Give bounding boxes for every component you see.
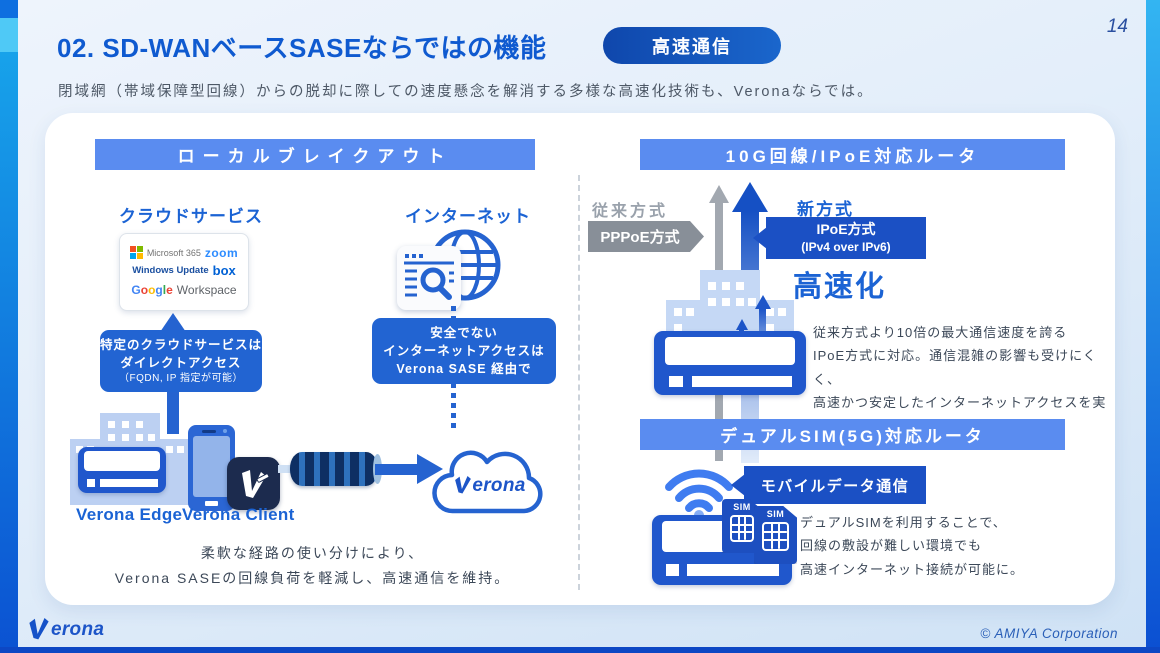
small-arrow-tall-icon [755,295,771,309]
direct-access-callout: 特定のクラウドサービスは ダイレクトアクセス （FQDN, IP 指定が可能） [100,330,262,392]
router-screen [664,336,796,365]
router-screen [84,451,160,472]
legacy-arrow-icon [709,185,729,203]
cloud-services-label: クラウドサービス [119,207,263,226]
sase-callout-line2: インターネットアクセスは [383,343,545,358]
direct-callout-line2: ダイレクトアクセス [120,355,242,370]
small-arrow-short-icon [736,319,748,330]
verona-v-icon [455,476,472,494]
verona-cloud-text: erona [472,475,526,496]
sim-desc-line3: 高速インターネット接続が可能に。 [800,561,1025,577]
caption-line2: Verona SASEの回線負荷を軽減し、高速通信を維持。 [114,569,511,586]
ipoe-desc-line2: IPoE方式に対応。通信混雑の影響も受けにくく、 [813,348,1097,387]
new-method-label: 新方式 [797,200,854,219]
smartphone-icon [188,425,235,511]
slide-title: 02. SD-WANベースSASEならではの機能 [57,33,547,63]
box-logo: box [212,262,236,278]
ipoe-router-header: 10G回線/IPoE対応ルータ [640,139,1065,170]
dual-sim-header: デュアルSIM(5G)対応ルータ [640,419,1065,450]
caption-line1: 柔軟な経路の使い分けにより、 [200,545,425,561]
left-bar-segment-dark [0,0,18,18]
sim-chip [762,522,789,551]
copyright-text: © AMIYA Corporation [980,626,1118,641]
phone-speaker [202,430,216,433]
verona-footer-text: erona [51,619,105,640]
tunnel-link-line [278,465,294,473]
sim-card-icon: SIM [754,506,797,564]
dual-sim-description: デュアルSIMを利用することで、 回線の敷設が難しい環境でも 高速インターネット… [800,511,1080,581]
ipoe-badge: IPoE方式 (IPv4 over IPv6) [766,217,926,259]
sase-callout: 安全でない インターネットアクセスは Verona SASE 経由で [372,318,556,384]
direct-callout-line3: （FQDN, IP 指定が可能） [119,372,243,384]
dashed-connector-bottom [451,383,456,433]
verona-client-app-icon [227,457,280,510]
google-logo: Google [131,282,173,297]
verona-edge-label: Verona Edge [76,505,183,524]
vpn-tunnel-icon [290,452,382,486]
direct-access-arrow-shaft [167,392,179,434]
microsoft365-label: Microsoft 365 [146,247,201,258]
router-slot-bar [687,564,780,576]
right-accent-bar [1146,0,1160,653]
windows-update-label: Windows Update [132,264,209,276]
router-slot-bar [692,375,793,387]
ipoe-badge-line2: (IPv4 over IPv6) [801,240,891,255]
workspace-label: Workspace [176,282,237,297]
pppoe-badge: PPPoE方式 [588,221,704,252]
router-slot [666,564,679,576]
sim-desc-line2: 回線の敷設が難しい環境でも [800,538,983,554]
internet-label: インターネット [405,207,531,226]
sim-chip [729,515,755,542]
verona-footer-logo: erona [28,617,104,641]
left-bar-segment-gradient [0,52,18,653]
logo-row-1: Microsoft 365 zoom [126,246,242,260]
sase-callout-line3: Verona SASE 経由で [396,362,532,377]
verona-cloud-logo: erona [423,475,557,497]
sim-card-label: SIM [733,502,751,512]
phone-home-button [205,501,218,506]
cloud-services-box: Microsoft 365 zoom Windows Update box Go… [119,233,249,311]
sase-callout-line1: 安全でない [430,325,498,340]
bottom-accent-bar [0,647,1160,653]
legacy-method-label: 従来方式 [592,203,669,220]
local-breakout-header: ローカルブレイクアウト [95,139,535,170]
verona-v-icon [29,618,49,640]
ipoe-arrow-icon [732,182,768,212]
column-divider [578,175,580,590]
direct-access-arrow-icon [158,313,188,335]
browser-search-icon [397,246,461,310]
microsoft-logo-icon [129,246,143,259]
ipoe-badge-line1: IPoE方式 [816,220,876,237]
left-bar-segment-cyan [0,18,18,52]
tunnel-arrow-shaft [375,464,423,475]
logo-row-2: Windows Update box [126,263,242,278]
phone-camera [223,429,227,433]
speed-badge: 高速通信 [603,27,781,64]
router-slot-bar [100,479,159,488]
zoom-logo: zoom [204,245,239,260]
ipoe-router-icon [654,331,806,395]
page-number: 14 [1106,16,1128,37]
left-accent-bar [0,0,18,653]
direct-callout-line1: 特定のクラウドサービスは [100,337,263,352]
speedup-label: 高速化 [793,271,887,303]
dashed-connector-top [451,306,456,318]
mobile-data-badge: モバイルデータ通信 [744,466,926,504]
router-slot [86,479,95,488]
logo-row-3: Google Workspace [126,281,242,299]
slide-subtitle: 閉域網（帯域保障型回線）からの脱却に際しての速度懸念を解消する多様な高速化技術も… [58,84,874,100]
verona-edge-router-icon [78,447,166,493]
content-panel: ローカルブレイクアウト クラウドサービス インターネット Microsoft 3… [45,113,1115,605]
verona-client-label: Verona Client [182,505,295,524]
sim-desc-line1: デュアルSIMを利用することで、 [800,515,1007,530]
sim-card-label: SIM [766,509,785,519]
local-breakout-caption: 柔軟な経路の使い分けにより、 Verona SASEの回線負荷を軽減し、高速通信… [65,541,560,590]
phone-screen [193,436,230,497]
verona-cloud-icon: erona [423,433,557,525]
ipoe-desc-line1: 従来方式より10倍の最大通信速度を誇る [813,325,1068,340]
router-slot [669,375,683,387]
